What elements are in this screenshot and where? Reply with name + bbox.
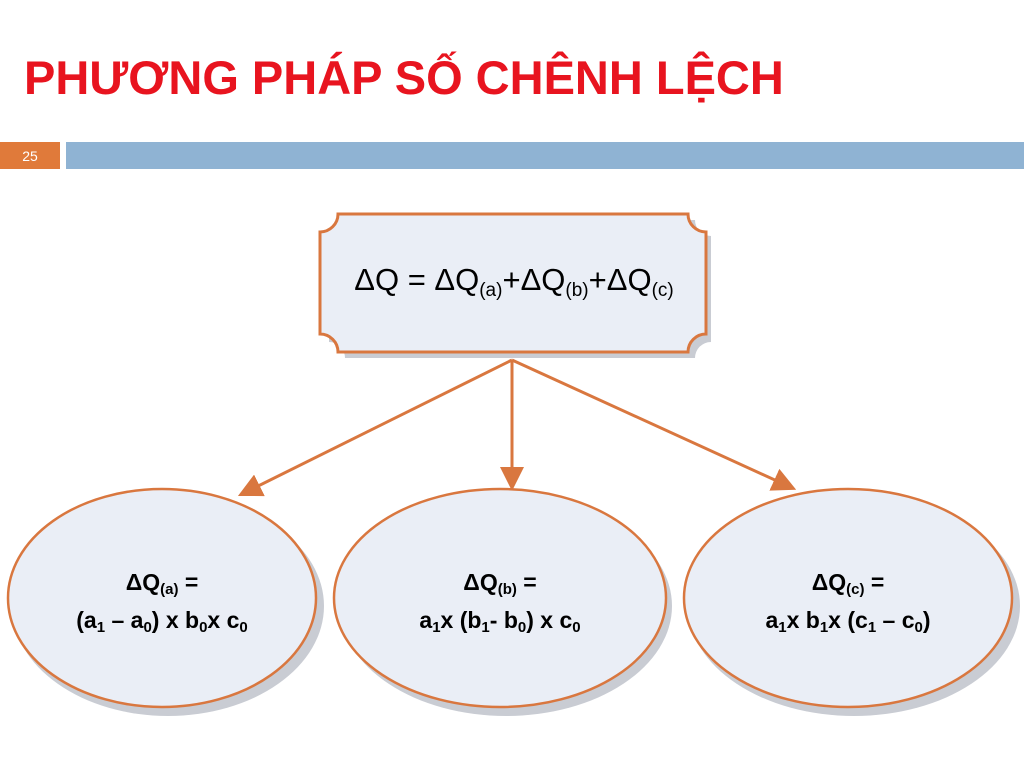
formula-subscript: (a) [479, 280, 503, 301]
formula-delta-q-c: ΔQ(c) = a1x b1x (c1 – c0) [688, 567, 1008, 643]
formula-subscript: 0 [239, 619, 248, 636]
formula-subscript: 1 [432, 619, 441, 636]
formula-subscript: (a) [160, 581, 179, 598]
ellipse-left [6, 487, 318, 709]
formula-c-line2: a1x b1x (c1 – c0) [765, 607, 931, 636]
slide-title: PHƯƠNG PHÁP SỐ CHÊNH LỆCH [24, 51, 784, 104]
formula-subscript: (b) [565, 280, 589, 301]
arrow-to-right [511, 358, 797, 491]
formula-b-line1: ΔQ(b) = [463, 569, 537, 598]
root-box [318, 212, 708, 354]
formula-subscript: 1 [778, 619, 787, 636]
formula-subscript: (c) [651, 280, 674, 301]
header-bar [66, 142, 1024, 169]
formula-subscript: 0 [199, 619, 208, 636]
ellipse-right [682, 487, 1014, 709]
arrow-to-left [237, 358, 513, 497]
formula-subscript: 0 [143, 619, 152, 636]
formula-subscript: 1 [481, 619, 490, 636]
formula-delta-q-b: ΔQ(b) = a1x (b1- b0) x c0 [340, 567, 660, 643]
formula-subscript: 0 [914, 619, 923, 636]
slide-number: 25 [0, 142, 60, 169]
formula-a-line1: ΔQ(a) = [125, 569, 199, 598]
formula-subscript: 0 [517, 619, 527, 636]
ellipse-center [332, 487, 668, 709]
formula-b-line2: a1x (b1- b0) x c0 [419, 607, 581, 636]
root-formula: ΔQ = ΔQ(a)+ΔQ(b)+ΔQ(c) [354, 262, 674, 301]
formula-a-line2: (a1 – a0) x b0x c0 [76, 607, 248, 636]
formula-subscript: 1 [867, 619, 877, 636]
formula-subscript: (b) [497, 581, 517, 598]
formula-subscript: 0 [572, 619, 581, 636]
formula-subscript: 1 [819, 619, 829, 636]
formula-subscript: (c) [846, 581, 865, 598]
formula-c-line1: ΔQ(c) = [811, 569, 885, 598]
formula-subscript: 1 [96, 619, 106, 636]
formula-delta-q-a: ΔQ(a) = (a1 – a0) x b0x c0 [8, 567, 316, 643]
